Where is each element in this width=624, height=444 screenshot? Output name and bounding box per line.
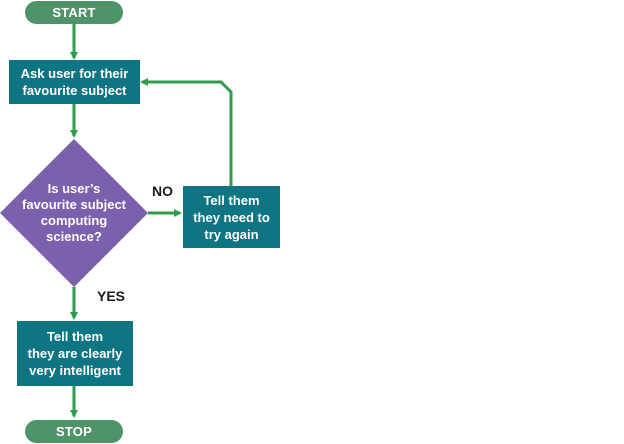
retry-box: Tell them they need to try again xyxy=(183,186,280,248)
start-label: START xyxy=(52,5,96,20)
no-label: NO xyxy=(152,183,173,199)
decision-shape xyxy=(0,139,148,287)
success-box: Tell them they are clearly very intellig… xyxy=(17,321,133,386)
decision-label: Is user’s favourite subject computing sc… xyxy=(21,181,127,244)
retry-label: Tell them they need to try again xyxy=(193,192,270,242)
success-label: Tell them they are clearly very intellig… xyxy=(27,329,123,378)
start-terminal: START xyxy=(25,1,123,24)
ask-user-label: Ask user for their favourite subject xyxy=(20,66,129,98)
stop-terminal: STOP xyxy=(25,420,123,443)
yes-label: YES xyxy=(97,288,126,304)
stop-label: STOP xyxy=(56,424,92,439)
connector-retry-to-ask xyxy=(140,78,233,186)
decision-diamond: Is user’s favourite subject computing sc… xyxy=(0,139,148,287)
ask-user-box: Ask user for their favourite subject xyxy=(9,60,140,104)
